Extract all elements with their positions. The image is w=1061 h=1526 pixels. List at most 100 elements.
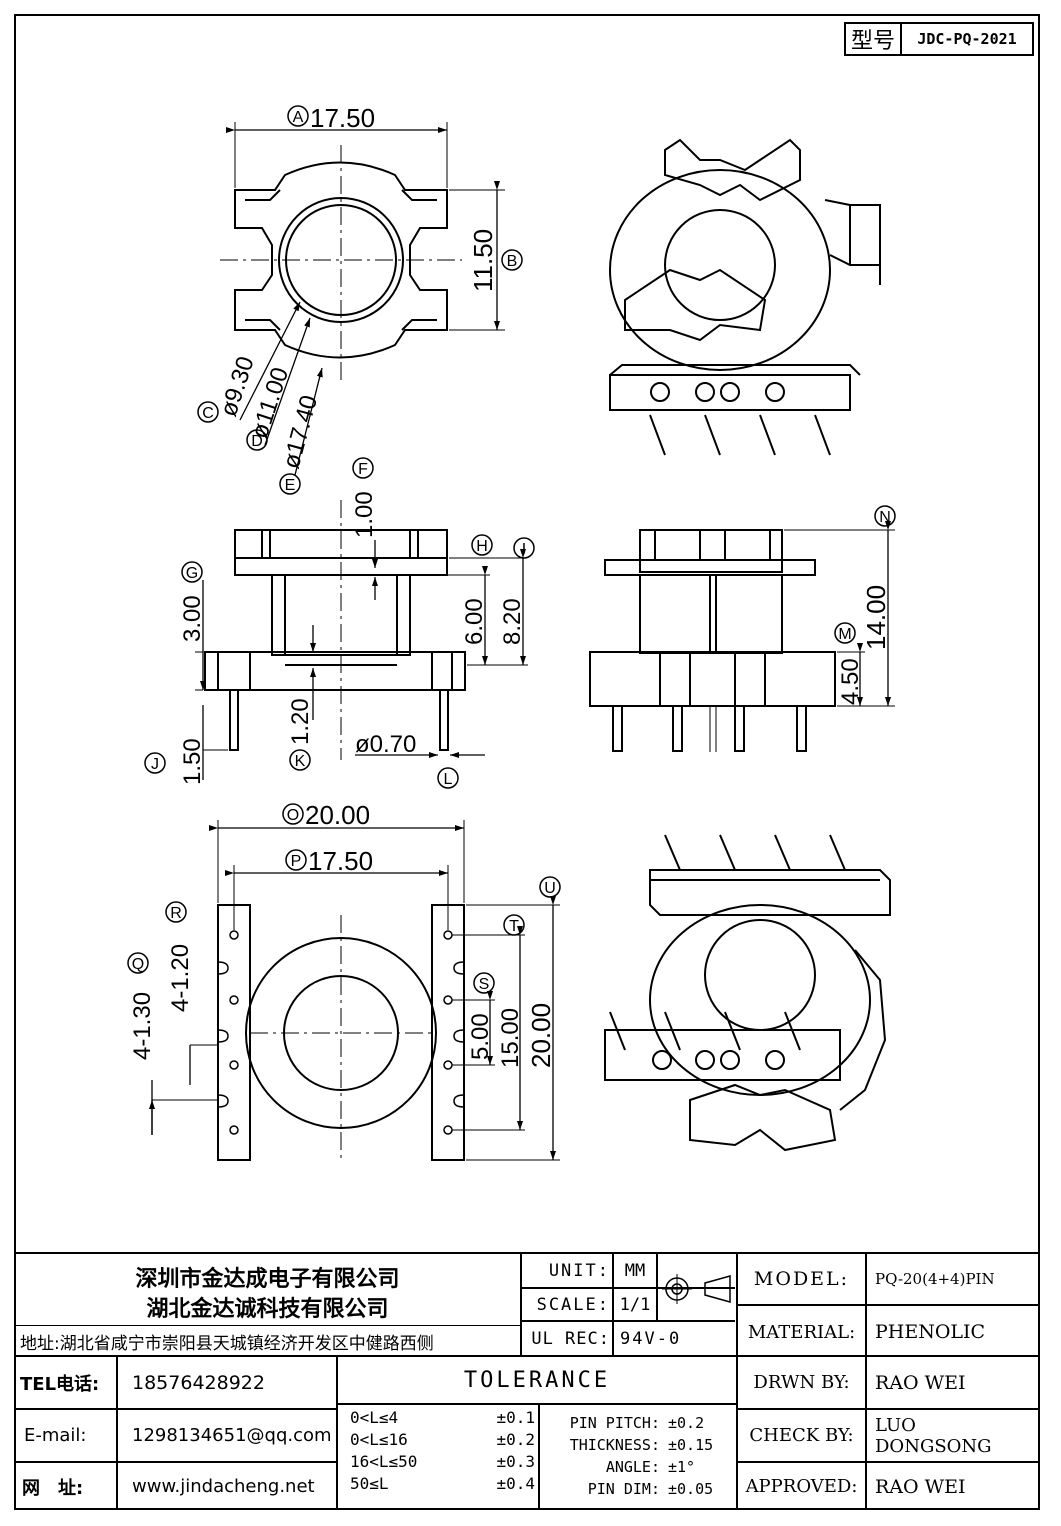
tolerance-extra-row: ANGLE: ±1° bbox=[542, 1458, 734, 1480]
web-value[interactable]: www.jindacheng.net bbox=[132, 1476, 315, 1497]
dim-letter-s: S bbox=[479, 976, 490, 993]
dim-value-p: 17.50 bbox=[308, 846, 373, 876]
side-view bbox=[195, 500, 528, 780]
drawing-frame bbox=[14, 14, 1040, 1510]
dim-letter-e: E bbox=[285, 477, 296, 494]
model-code-value: JDC-PQ-2021 bbox=[900, 22, 1034, 56]
tolerance-range: 0<L≤16 bbox=[350, 1430, 408, 1449]
dim-letter-a: A bbox=[293, 109, 304, 126]
tolerance-range: 0<L≤4 bbox=[350, 1408, 399, 1427]
model-label: MODEL: bbox=[753, 1268, 850, 1290]
front-view bbox=[589, 521, 895, 752]
dim-value-j: 1.50 bbox=[179, 738, 206, 785]
scale-label: SCALE: bbox=[536, 1294, 610, 1315]
tolerance-value: ±0.4 bbox=[496, 1474, 535, 1493]
dim-letter-l: L bbox=[444, 771, 453, 788]
tolerance-extra-label: PIN DIM: bbox=[587, 1480, 660, 1498]
dim-value-f: 1.00 bbox=[351, 491, 378, 538]
tolerance-title: TOLERANCE bbox=[463, 1367, 611, 1393]
tolerance-value: ±0.1 bbox=[496, 1408, 535, 1427]
tolerance-extra-label: PIN PITCH: bbox=[569, 1414, 660, 1432]
ulrec-value: 94V-0 bbox=[620, 1328, 682, 1349]
dim-letter-g: G bbox=[186, 565, 198, 582]
approved-value: RAO WEI bbox=[875, 1475, 966, 1498]
tel-label: TEL电话: bbox=[20, 1373, 100, 1395]
dim-value-k: 1.20 bbox=[287, 698, 314, 745]
dim-letter-o: O bbox=[287, 807, 299, 824]
tolerance-range: 50≤L bbox=[350, 1474, 389, 1493]
dim-value-6: 6.00 bbox=[461, 598, 488, 645]
dim-letter-f: F bbox=[358, 461, 368, 478]
tolerance-extra: PIN PITCH: ±0.2 THICKNESS: ±0.15 ANGLE: … bbox=[542, 1414, 734, 1502]
dim-value-l: ø0.70 bbox=[355, 731, 416, 758]
tolerance-value: ±0.3 bbox=[496, 1452, 535, 1471]
tel-value: 18576428922 bbox=[132, 1371, 265, 1394]
tolerance-extra-value: ±1° bbox=[668, 1458, 696, 1476]
dim-value-s: 5.00 bbox=[467, 1013, 494, 1060]
dim-letter-q: Q bbox=[132, 956, 144, 973]
drawn-by-value: RAO WEI bbox=[875, 1371, 966, 1394]
isometric-view-top bbox=[609, 138, 881, 456]
projection-symbol bbox=[662, 1274, 731, 1304]
tolerance-row: 0<L≤4 ±0.1 bbox=[350, 1408, 535, 1430]
company-address: 地址:湖北省咸宁市崇阳县天城镇经济开发区中健路西侧 bbox=[20, 1333, 434, 1354]
dimension-letters: A B C D E F G H I J K L M N bbox=[127, 105, 896, 994]
dim-value-o: 20.00 bbox=[305, 800, 370, 830]
dim-letter-t: T bbox=[509, 918, 519, 935]
scale-value: 1/1 bbox=[619, 1294, 651, 1315]
tolerance-extra-label: ANGLE: bbox=[605, 1458, 660, 1476]
dim-letter-p: P bbox=[291, 853, 302, 870]
tolerance-range: 16<L≤50 bbox=[350, 1452, 418, 1471]
tolerance-value: ±0.2 bbox=[496, 1430, 535, 1449]
tolerance-extra-value: ±0.15 bbox=[668, 1436, 714, 1454]
email-label: E-mail: bbox=[24, 1425, 87, 1446]
model-code-label: 型号 bbox=[844, 22, 902, 56]
dim-letter-i: I bbox=[522, 541, 526, 558]
unit-value: MM bbox=[624, 1260, 646, 1281]
dim-letter-j: J bbox=[151, 756, 159, 773]
dim-letter-d: D bbox=[251, 433, 263, 450]
model-value: PQ-20(4+4)PIN bbox=[875, 1270, 995, 1288]
tolerance-extra-row: PIN PITCH: ±0.2 bbox=[542, 1414, 734, 1436]
dim-letter-r: R bbox=[170, 905, 182, 922]
dim-value-n: 14.00 bbox=[861, 585, 891, 650]
material-value: PHENOLIC bbox=[875, 1321, 986, 1343]
isometric-view-bottom bbox=[604, 834, 891, 1152]
tolerance-extra-row: THICKNESS: ±0.15 bbox=[542, 1436, 734, 1458]
dim-value-u: 20.00 bbox=[526, 1003, 556, 1068]
dim-value-m: 4.50 bbox=[837, 658, 864, 705]
dim-letter-c: C bbox=[202, 405, 214, 422]
drawn-by-label: DRWN BY: bbox=[753, 1372, 850, 1393]
dim-value-r: 4-1.20 bbox=[167, 944, 194, 1012]
ulrec-label: UL REC: bbox=[531, 1328, 610, 1349]
dim-letter-u: U bbox=[544, 880, 556, 897]
company-name-2: 湖北金达诚科技有限公司 bbox=[146, 1297, 389, 1322]
check-by-value: LUO DONGSONG bbox=[875, 1414, 992, 1457]
dim-value-a: 17.50 bbox=[310, 103, 375, 133]
dim-letter-k: K bbox=[295, 753, 306, 770]
tolerance-row: 0<L≤16 ±0.2 bbox=[350, 1430, 535, 1452]
tolerance-extra-label: THICKNESS: bbox=[569, 1436, 660, 1454]
dim-value-t: 15.00 bbox=[497, 1008, 524, 1068]
company-name-1: 深圳市金达成电子有限公司 bbox=[135, 1267, 400, 1292]
approved-label: APPROVED: bbox=[745, 1476, 858, 1497]
dim-letter-n: N bbox=[879, 509, 891, 526]
dim-letter-b: B bbox=[507, 253, 518, 270]
dim-value-q: 4-1.30 bbox=[129, 992, 156, 1060]
dim-value-i: 8.20 bbox=[499, 598, 526, 645]
material-label: MATERIAL: bbox=[747, 1321, 856, 1343]
tolerance-extra-row: PIN DIM: ±0.05 bbox=[542, 1480, 734, 1502]
unit-label: UNIT: bbox=[548, 1260, 610, 1281]
tolerance-extra-value: ±0.05 bbox=[668, 1480, 714, 1498]
tolerance-extra-value: ±0.2 bbox=[668, 1414, 705, 1432]
dim-letter-h: H bbox=[476, 538, 488, 555]
dim-letter-m: M bbox=[838, 626, 851, 643]
dim-value-g: 3.00 bbox=[179, 595, 206, 642]
top-view bbox=[220, 122, 505, 476]
tolerance-rows: 0<L≤4 ±0.1 0<L≤16 ±0.2 16<L≤50 ±0.3 50≤L… bbox=[350, 1408, 535, 1496]
email-value[interactable]: 1298134651@qq.com bbox=[132, 1425, 332, 1446]
check-by-label: CHECK BY: bbox=[749, 1425, 854, 1446]
dim-value-b: 11.50 bbox=[468, 229, 498, 292]
